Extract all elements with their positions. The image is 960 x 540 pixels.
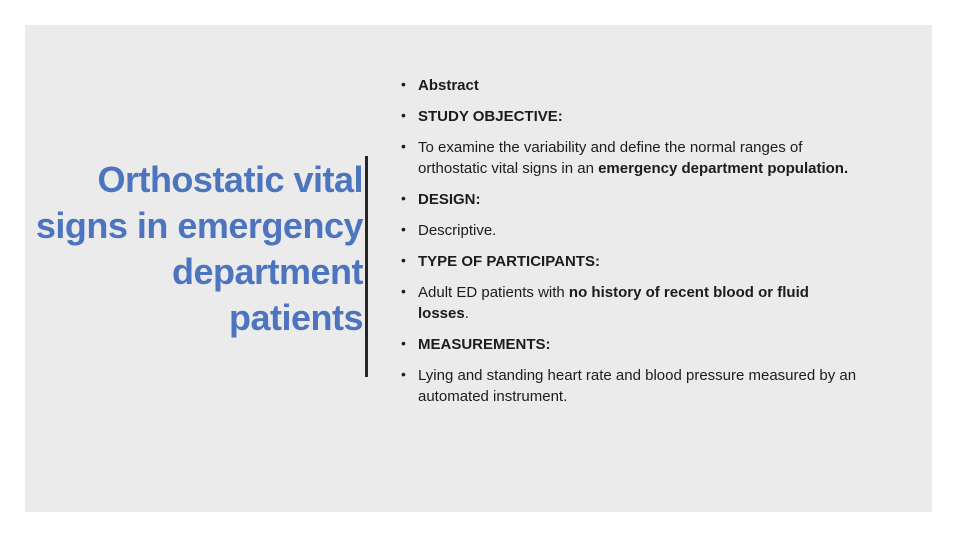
bullet-dot-icon: • [401, 252, 406, 268]
bullet-dot-icon: • [401, 335, 406, 351]
bullet-text-segment: MEASUREMENTS: [418, 336, 551, 353]
bullet-text-segment: Abstract [418, 77, 479, 94]
list-item: • Lying and standing heart rate and blood… [399, 365, 859, 407]
bullet-text: To examine the variability and define th… [418, 139, 848, 177]
title-line-text: Orthostatic vital [97, 159, 363, 200]
bullet-text: Lying and standing heart rate and blood … [418, 367, 856, 405]
title-divider-line [365, 156, 368, 377]
bullet-text: STUDY OBJECTIVE: [418, 108, 563, 125]
bullet-text-segment: Adult ED patients with [418, 284, 569, 301]
bullet-text: Abstract [418, 77, 479, 94]
list-item: • TYPE OF PARTICIPANTS: [399, 251, 859, 272]
bullet-text: TYPE OF PARTICIPANTS: [418, 253, 600, 270]
bullet-text-segment: no history of recent blood or fluid loss… [418, 284, 809, 322]
bullet-dot-icon: • [401, 190, 406, 206]
bullet-dot-icon: • [401, 107, 406, 123]
bullet-dot-icon: • [401, 76, 406, 92]
bullet-text: Adult ED patients with no history of rec… [418, 284, 809, 322]
list-item: • Abstract [399, 75, 859, 96]
list-item: • MEASUREMENTS: [399, 334, 859, 355]
title-line: department [23, 249, 364, 295]
bullet-dot-icon: • [401, 366, 406, 382]
list-item: • To examine the variability and define t… [399, 137, 859, 179]
list-item: • DESIGN: [399, 189, 859, 210]
bullet-list: • Abstract • STUDY OBJECTIVE: • To examine th… [399, 75, 859, 417]
bullet-text: Descriptive. [418, 222, 496, 239]
title-line-text: department [171, 251, 364, 292]
title-line: Orthostatic vital [23, 157, 363, 203]
bullet-text-segment: TYPE OF PARTICIPANTS: [418, 253, 600, 270]
bullet-text: MEASUREMENTS: [418, 336, 551, 353]
bullet-text-segment: . [464, 305, 469, 322]
title-line: signs in emergency [23, 203, 364, 249]
slide-title: Orthostatic vital signs in emergency dep… [23, 157, 364, 341]
bullet-text: DESIGN: [418, 191, 481, 208]
bullet-text-segment: emergency department population. [598, 160, 849, 177]
bullet-dot-icon: • [401, 283, 406, 299]
bullet-dot-icon: • [401, 221, 406, 237]
title-line: patients [23, 295, 364, 341]
list-item: • Descriptive. [399, 220, 859, 241]
bullet-text-segment: Descriptive. [418, 222, 497, 239]
bullet-text-segment: Lying and standing heart rate and blood … [418, 367, 857, 405]
bullet-dot-icon: • [401, 138, 406, 154]
list-item: • STUDY OBJECTIVE: [399, 106, 859, 127]
title-line-text: signs in emergency [35, 205, 364, 246]
list-item: • Adult ED patients with no history of re… [399, 282, 859, 324]
bullet-text-segment: STUDY OBJECTIVE: [418, 108, 563, 125]
bullet-text-segment: To examine the variability and define th… [418, 139, 803, 177]
bullet-text-segment: DESIGN: [418, 191, 481, 208]
title-line-text: patients [228, 297, 364, 338]
slide-canvas: Orthostatic vital signs in emergency dep… [25, 25, 932, 512]
